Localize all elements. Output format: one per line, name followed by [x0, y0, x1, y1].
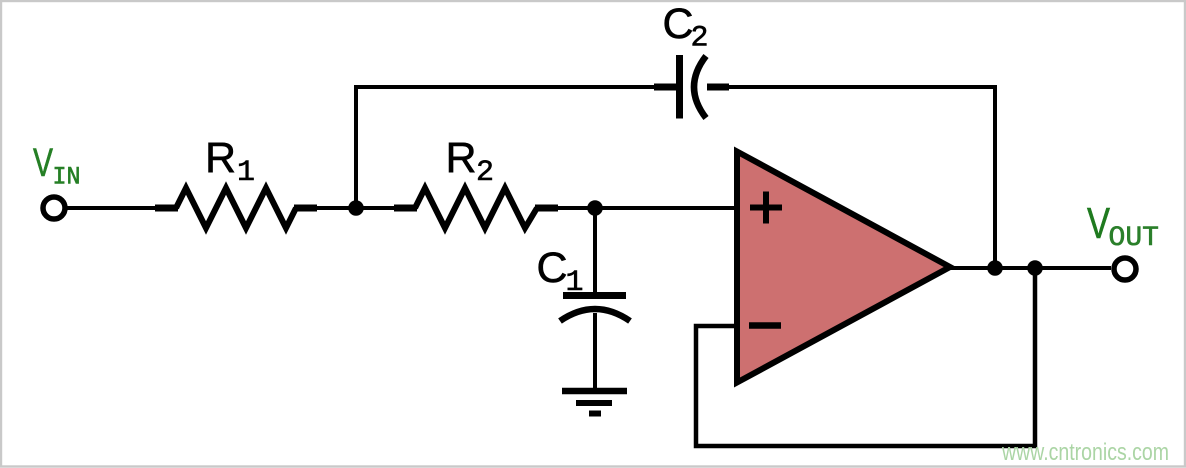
svg-text:R: R: [205, 134, 236, 182]
svg-text:R: R: [446, 134, 477, 182]
svg-text:www.cntronics.com: www.cntronics.com: [1001, 439, 1169, 466]
svg-text:2: 2: [476, 156, 494, 190]
svg-text:OUT: OUT: [1109, 223, 1160, 254]
svg-text:C: C: [537, 244, 568, 292]
svg-text:V: V: [1087, 200, 1110, 248]
svg-text:1: 1: [237, 156, 255, 190]
svg-text:C: C: [663, 0, 694, 48]
svg-text:1: 1: [566, 266, 584, 300]
svg-text:IN: IN: [53, 163, 81, 192]
svg-text:V: V: [33, 141, 53, 185]
svg-text:2: 2: [691, 22, 709, 56]
